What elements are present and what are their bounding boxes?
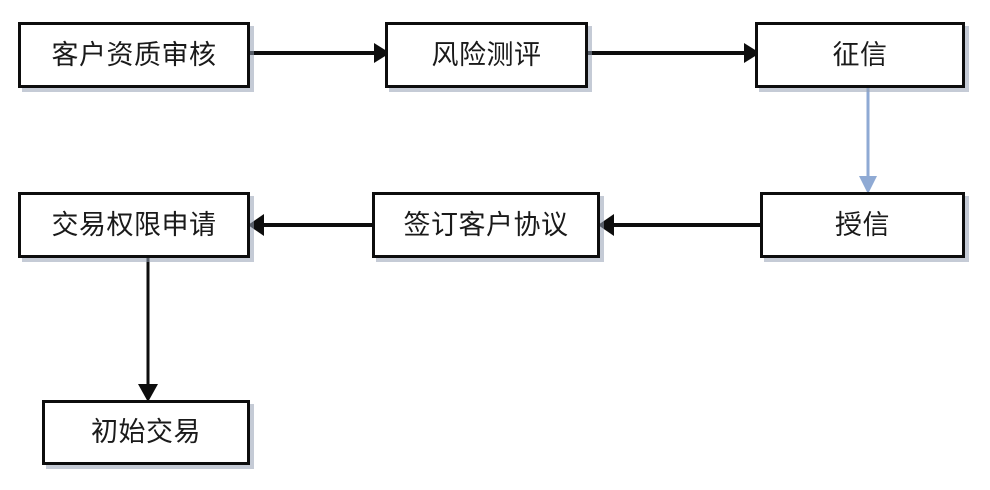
edge-credit-to-grant <box>853 86 883 196</box>
node-label: 交易权限申请 <box>51 209 217 240</box>
node-initial-trade[interactable]: 初始交易 <box>42 400 250 465</box>
node-label: 授信 <box>835 209 890 240</box>
edge-perm-to-trade <box>133 256 163 404</box>
node-label: 初始交易 <box>91 417 201 447</box>
node-label: 征信 <box>832 39 888 70</box>
node-label: 风险测评 <box>431 39 542 70</box>
edge-grant-to-agree <box>598 210 762 240</box>
edge-agree-to-perm <box>248 210 374 240</box>
node-credit-granting[interactable]: 授信 <box>760 192 965 258</box>
node-label: 签订客户协议 <box>403 209 569 240</box>
node-credit-reporting[interactable]: 征信 <box>755 22 965 88</box>
node-trading-permission-application[interactable]: 交易权限申请 <box>18 192 250 258</box>
node-risk-assessment[interactable]: 风险测评 <box>385 22 588 88</box>
node-label: 客户资质审核 <box>51 39 217 70</box>
node-sign-customer-agreement[interactable]: 签订客户协议 <box>372 192 600 258</box>
node-customer-qualification-review[interactable]: 客户资质审核 <box>18 22 250 88</box>
edge-kyc-to-risk <box>248 38 390 68</box>
edge-risk-to-credit <box>586 38 760 68</box>
